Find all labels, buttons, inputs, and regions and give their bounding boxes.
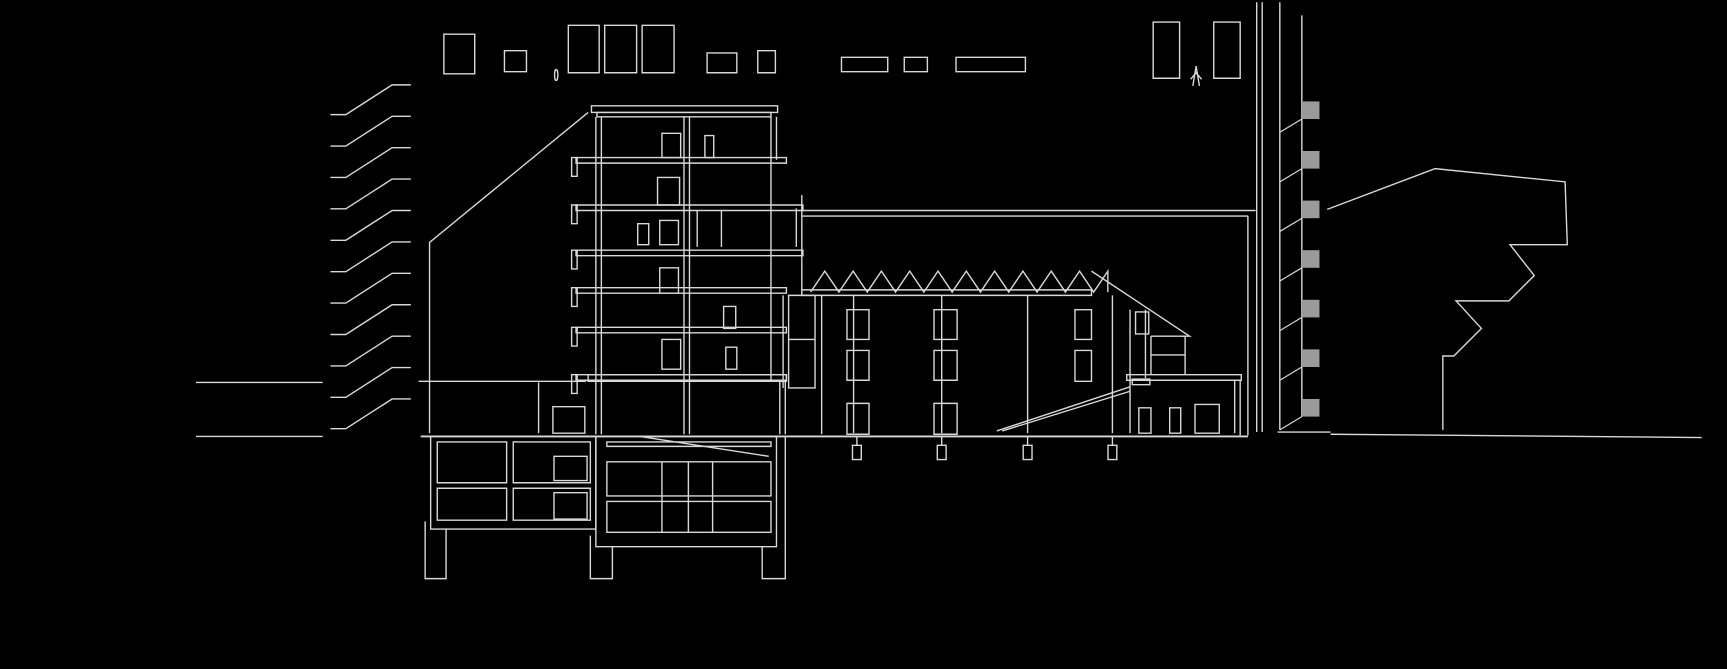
balcony-bracket bbox=[1280, 367, 1302, 380]
floor-slab bbox=[576, 288, 786, 294]
balcony-bracket bbox=[1280, 169, 1302, 182]
sloped-roof-volume bbox=[430, 112, 589, 433]
stair-step bbox=[330, 116, 410, 146]
main-hall-section bbox=[783, 195, 1256, 435]
balcony-parapet bbox=[572, 288, 578, 307]
stair-step bbox=[330, 399, 410, 429]
balcony-parapet bbox=[572, 250, 578, 269]
ramp bbox=[997, 387, 1130, 431]
stair-step bbox=[330, 179, 410, 209]
balcony-parapet bbox=[572, 158, 578, 177]
tall-building-section bbox=[591, 106, 796, 434]
floor-slab bbox=[576, 327, 786, 333]
balcony bbox=[1301, 299, 1320, 318]
background-elevation-windows bbox=[444, 22, 1240, 80]
balcony bbox=[1301, 250, 1320, 268]
balcony-parapet bbox=[572, 205, 578, 224]
stair-step bbox=[330, 242, 410, 272]
balcony-bracket bbox=[1280, 317, 1302, 330]
neighbouring-building-outline bbox=[1327, 169, 1567, 430]
balcony-parapet bbox=[572, 327, 578, 346]
terraced-stairs-left bbox=[196, 382, 323, 436]
floor-slab bbox=[576, 158, 786, 164]
stair-step bbox=[330, 368, 410, 398]
stair-step bbox=[330, 85, 410, 115]
floor-slab bbox=[576, 205, 803, 211]
balcony bbox=[1301, 200, 1320, 219]
tree-icon bbox=[1191, 66, 1202, 86]
low-building-section bbox=[1091, 271, 1241, 435]
tall-building-floor-slabs bbox=[572, 158, 803, 394]
stair-step bbox=[330, 305, 410, 335]
terraced-stairs bbox=[330, 85, 410, 429]
tall-adjacent-building bbox=[1257, 2, 1302, 432]
floor-slab bbox=[576, 250, 803, 256]
hall-columns bbox=[852, 436, 1116, 459]
balcony-bracket bbox=[1280, 119, 1302, 132]
balcony bbox=[1301, 398, 1320, 417]
floor-slab bbox=[588, 375, 786, 382]
balcony bbox=[1301, 349, 1320, 368]
stair-step bbox=[330, 148, 410, 178]
balcony-bracket bbox=[1280, 268, 1302, 281]
balcony bbox=[1301, 150, 1320, 169]
floor-slab bbox=[576, 375, 786, 381]
adjacent-building-balconies bbox=[1280, 101, 1320, 429]
balcony-bracket bbox=[1280, 417, 1302, 430]
basement-right bbox=[596, 436, 785, 578]
stair-step bbox=[330, 211, 410, 241]
sawtooth-roof bbox=[811, 271, 1108, 292]
balcony-bracket bbox=[1280, 218, 1302, 231]
hall-windows bbox=[847, 310, 1092, 435]
stair-step bbox=[330, 336, 410, 366]
basement-left bbox=[425, 436, 612, 578]
tall-building-doors bbox=[638, 133, 737, 369]
balcony bbox=[1301, 101, 1320, 120]
balcony-parapet bbox=[572, 375, 578, 394]
stair-step bbox=[330, 273, 410, 303]
